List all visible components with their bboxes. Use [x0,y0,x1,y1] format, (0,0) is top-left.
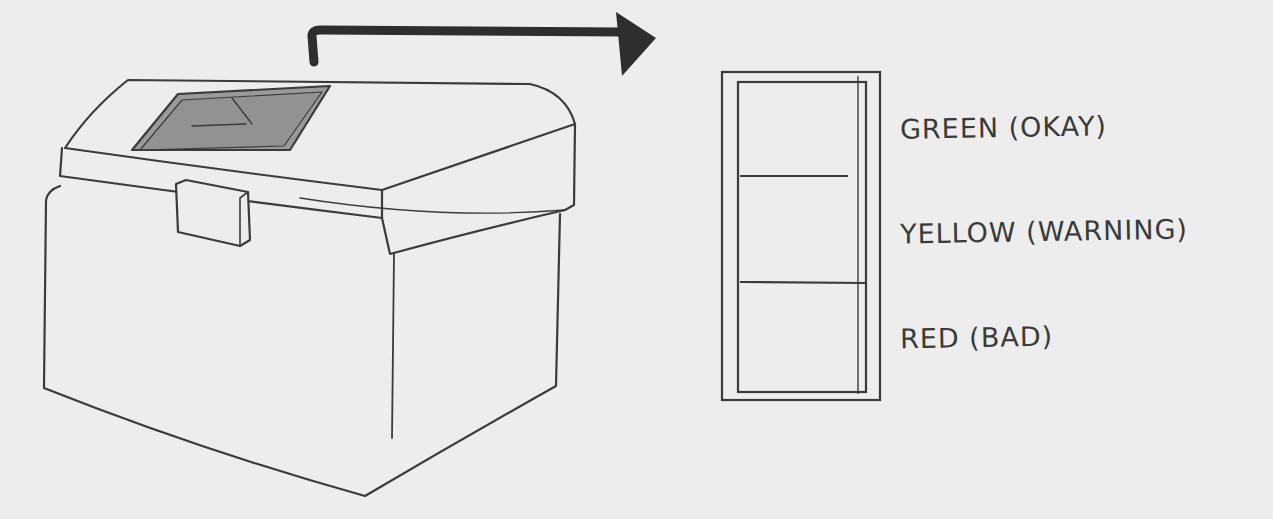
latch [176,180,250,246]
panel-inner [738,82,866,392]
lid-panel-dividers [192,98,252,126]
latch-edge [240,192,248,246]
lid-side [382,124,575,254]
lid-seam [300,198,565,213]
body [44,186,560,496]
cooler-illustration [44,80,575,496]
panel-divider [740,282,866,283]
arrow-head [616,12,656,76]
lid-panel [132,86,330,150]
panel-divider [740,175,848,177]
status-label: RED (BAD) [900,321,1054,355]
status-label: YELLOW (WARNING) [900,213,1189,249]
status-label: GREEN (OKAY) [900,110,1108,145]
pointer-arrow [312,30,622,62]
lid-top [65,80,575,190]
panel-outer [722,72,880,400]
enlarged-panel [722,72,880,400]
body-edge [392,254,394,438]
lid-panel-inner [140,92,322,150]
panel-edge [857,76,858,394]
